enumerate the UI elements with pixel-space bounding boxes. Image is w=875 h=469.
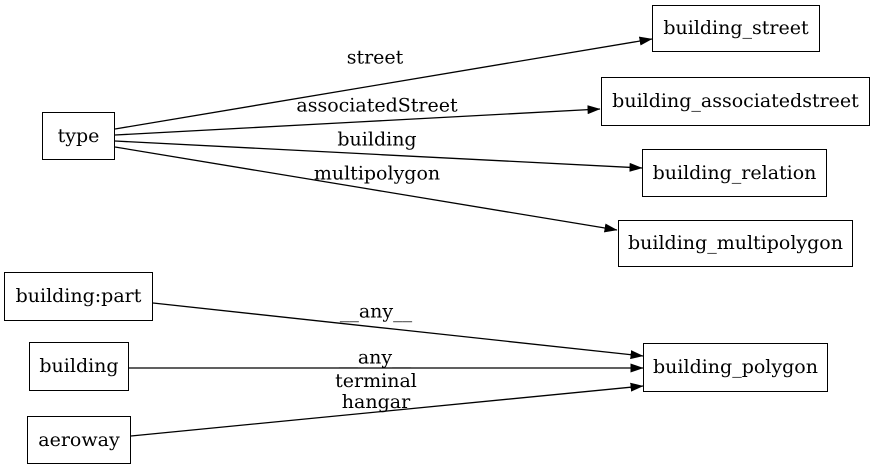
node-building-polygon: building_polygon (643, 343, 828, 392)
edge-building-part-building-polygon-arrow (152, 302, 644, 360)
node-building-part: building:part (4, 272, 153, 321)
node-building-multipolygon: building_multipolygon (618, 220, 853, 267)
node-building-associatedstreet: building_associatedstreet (601, 77, 870, 126)
edge-type-building-street-arrow (114, 36, 653, 130)
node-building: building (29, 342, 129, 391)
edge-label-any-building-part: __any__ (339, 300, 413, 323)
edge-label-street: street (346, 46, 404, 69)
edge-label-building: building (337, 128, 417, 151)
edge-label-multipolygon: multipolygon (313, 162, 441, 185)
edge-aeroway-building-polygon-arrow (130, 382, 644, 437)
edge-type-building-associatedstreet-arrow (114, 105, 601, 136)
edge-label-associatedstreet: associatedStreet (296, 94, 458, 117)
node-building-relation: building_relation (642, 149, 827, 197)
node-aeroway: aeroway (27, 416, 131, 464)
node-building-street: building_street (652, 5, 820, 52)
edge-type-building-multipolygon-arrow (114, 146, 618, 233)
edge-type-building-relation-arrow (114, 140, 643, 172)
node-type: type (42, 112, 115, 160)
edge-label-hangar: hangar (341, 391, 411, 413)
edge-label-terminal: terminal (335, 370, 417, 392)
edge-label-terminal-hangar: terminal hangar (335, 371, 417, 413)
edge-label-any-building: __any__ (338, 346, 412, 369)
